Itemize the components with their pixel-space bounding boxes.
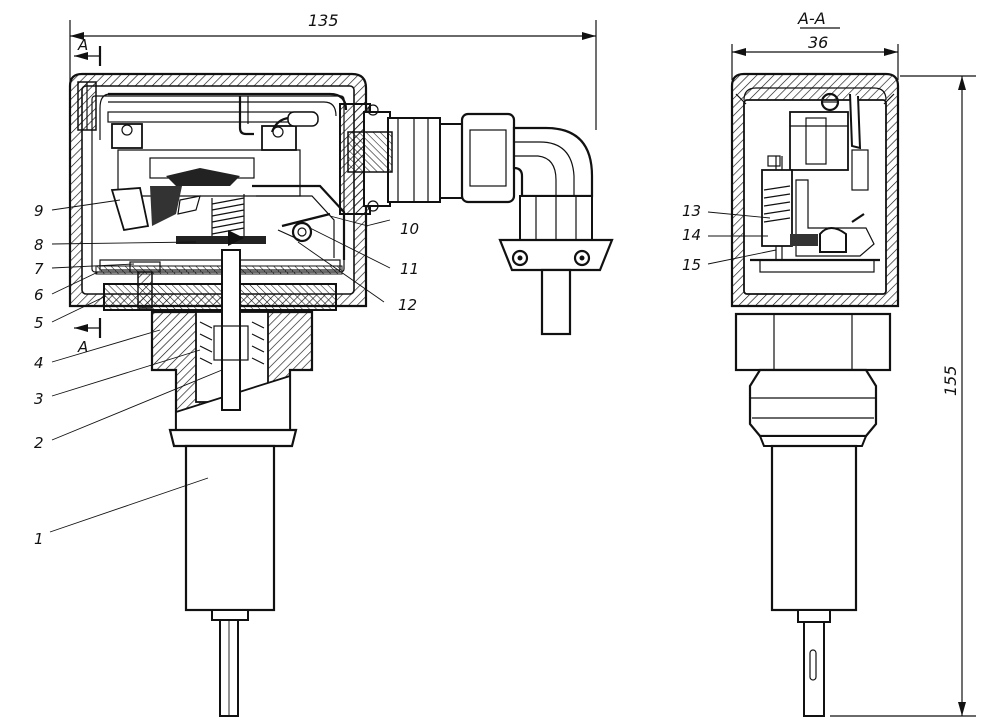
dimension-36-label: 36	[808, 33, 828, 52]
callout-12: 12	[398, 296, 417, 314]
base-screw	[137, 271, 153, 309]
callout-13: 13	[682, 202, 701, 220]
top-left-screw	[77, 81, 97, 131]
callout-1: 1	[34, 530, 44, 548]
callout-10: 10	[400, 220, 419, 238]
section-marker-bottom: A	[77, 338, 88, 356]
section-fitting	[734, 312, 892, 717]
callout-labels: 1 2 3 4 5 6 7 8 9 10 11 12	[34, 202, 419, 548]
callout-9: 9	[34, 202, 44, 220]
torsion-spring	[277, 212, 331, 243]
section-title: A-A	[797, 9, 826, 28]
cable-gland	[339, 103, 516, 215]
front-view: 1 2 3 4 5 6 7 8 9 10 11 12 135 A A	[34, 11, 614, 717]
elbow-connector	[498, 126, 614, 336]
callout-11: 11	[400, 260, 419, 278]
leader-lines	[49, 199, 391, 533]
section-internals	[750, 92, 880, 273]
spring	[211, 194, 245, 238]
dimension-135	[69, 20, 597, 130]
dimension-135-label: 135	[308, 11, 339, 30]
callout-6: 6	[34, 286, 44, 304]
callout-2: 2	[34, 434, 44, 452]
callout-4: 4	[34, 354, 44, 372]
callout-7: 7	[34, 260, 44, 278]
callout-3: 3	[34, 390, 44, 408]
dimension-36	[731, 27, 899, 80]
inner-spring	[199, 321, 265, 365]
dimension-155-label: 155	[941, 365, 960, 396]
section-marker-top: A	[77, 36, 88, 54]
pushrod	[221, 249, 241, 411]
callout-15: 15	[682, 256, 701, 274]
callout-8: 8	[34, 236, 44, 254]
dimension-155	[830, 75, 976, 717]
terminal-blocks	[111, 111, 319, 151]
section-view: 13 14 15 A-A 36 155	[682, 9, 976, 717]
section-cut-markers	[74, 46, 102, 338]
insulator-plate	[95, 265, 343, 275]
sensor-body	[168, 428, 298, 717]
callout-14: 14	[682, 226, 701, 244]
lever	[176, 236, 266, 244]
callout-5: 5	[34, 314, 44, 332]
